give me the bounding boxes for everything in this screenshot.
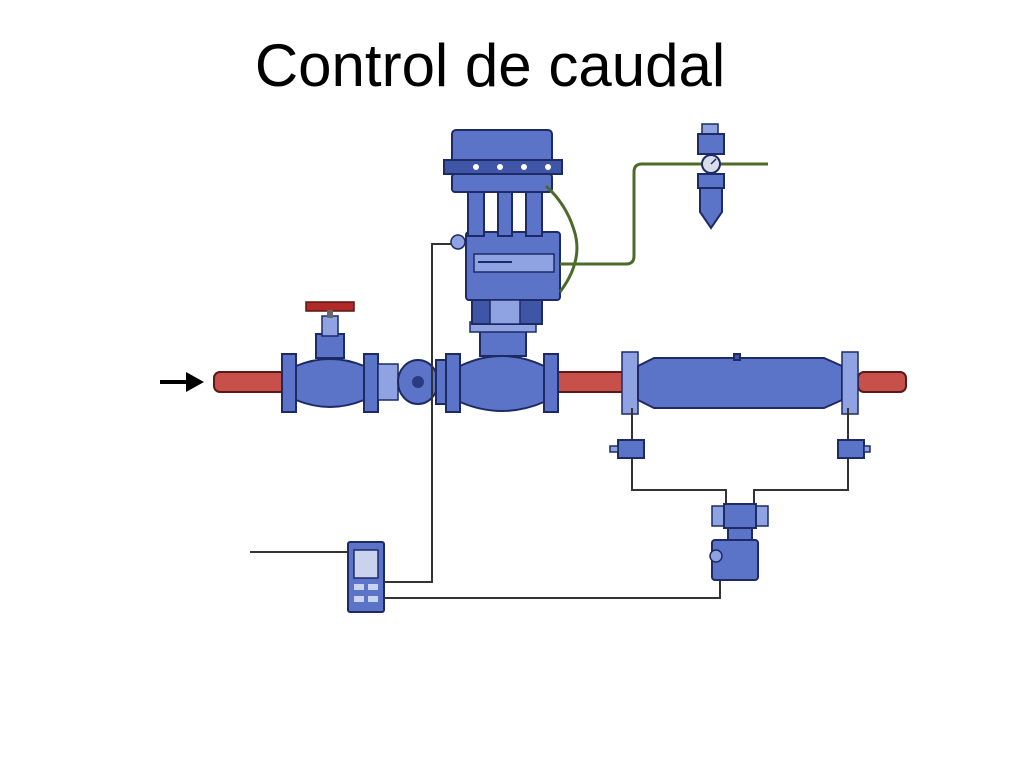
pressure-tap-right [837,439,871,459]
signal-wires [250,243,721,599]
actuator-yoke [467,189,543,237]
pressure-tap-left [609,439,645,459]
flow-meter-tube [621,351,859,415]
control-valve-body [445,321,559,413]
valve-positioner [450,231,561,325]
main-pipe [213,371,907,393]
differential-pressure-transmitter [709,503,769,581]
flow-direction-arrow-icon [160,372,204,392]
impulse-lines [631,408,849,510]
air-supply-line [544,162,768,293]
orifice-plate [377,359,447,405]
flow-controller [347,541,385,613]
page-title: Control de caudal [254,32,726,99]
air-filter-regulator [697,123,725,230]
diaphragm-actuator [443,129,563,193]
manual-globe-valve [281,301,379,413]
